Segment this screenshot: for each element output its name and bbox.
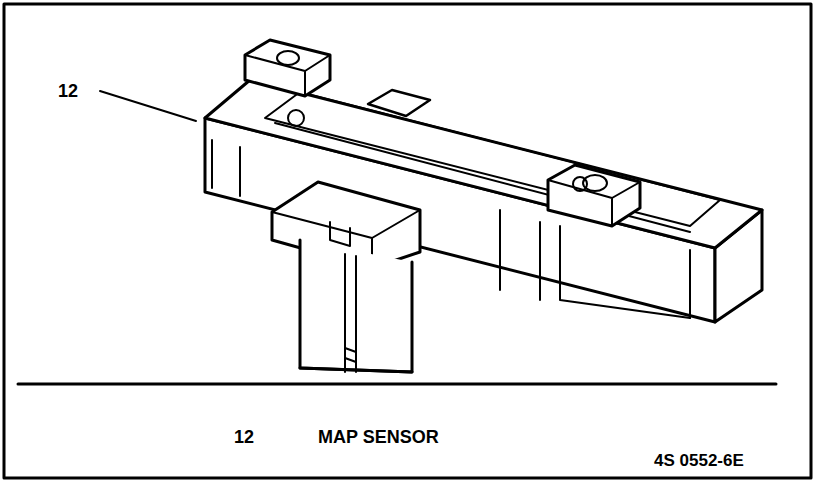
caption-text: MAP SENSOR [318, 428, 439, 446]
map-sensor-drawing [205, 40, 762, 372]
caption-number: 12 [234, 428, 254, 446]
callout-number: 12 [58, 82, 78, 100]
figure-code: 4S 0552-6E [654, 452, 744, 469]
separator-line [18, 383, 776, 386]
frame [4, 4, 811, 478]
leader-line [100, 91, 196, 121]
